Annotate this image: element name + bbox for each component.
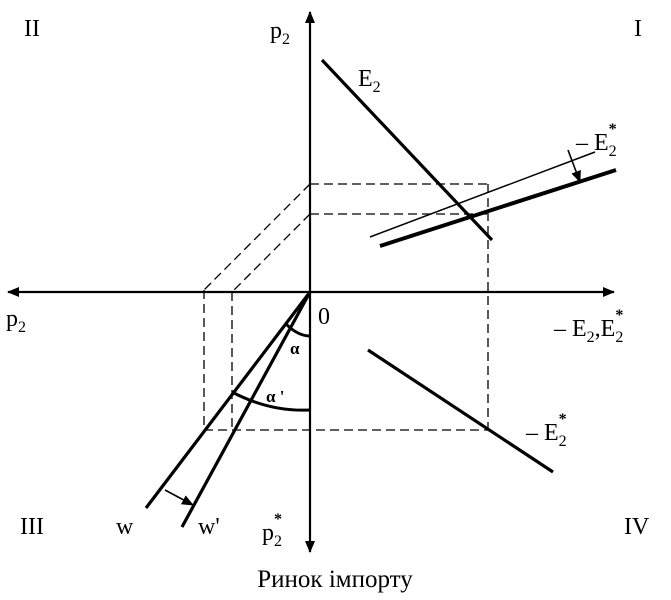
axis-label-right: – E2,E2* — [553, 307, 623, 346]
e2-star-q1-label: – E2* — [575, 121, 617, 160]
e2-star-q4-line — [367, 348, 554, 474]
alpha-label: α — [290, 339, 300, 358]
w-line — [144, 291, 312, 509]
axis-label-bottom: p2* — [262, 511, 282, 550]
quadrant-label-iv: IV — [624, 514, 650, 540]
w-prime-label: w' — [198, 514, 220, 540]
alpha-arc — [284, 322, 311, 338]
quadrant-label-iii: III — [20, 514, 44, 540]
origin-label: 0 — [318, 304, 330, 330]
shift-arrow-q1 — [567, 149, 581, 183]
w-prime-line — [180, 291, 312, 528]
dashed-construction — [203, 183, 489, 431]
e2-star-q4-label: – E2* — [525, 411, 567, 450]
caption: Ринок імпорту — [257, 566, 413, 593]
axis-label-left: p2 — [6, 306, 26, 336]
e2-star-thin-line — [369, 151, 596, 238]
e2-label: E2 — [358, 66, 381, 96]
w-label: w — [116, 514, 134, 540]
shift-arrow-q3 — [164, 489, 194, 506]
alpha-prime-label: α ' — [266, 387, 284, 406]
e2-line — [320, 58, 494, 242]
alpha-prime-arc — [231, 390, 311, 412]
quadrant-label-ii: II — [24, 16, 40, 42]
quadrant-label-i: I — [634, 16, 642, 42]
axis-label-top: p2 — [270, 18, 290, 48]
